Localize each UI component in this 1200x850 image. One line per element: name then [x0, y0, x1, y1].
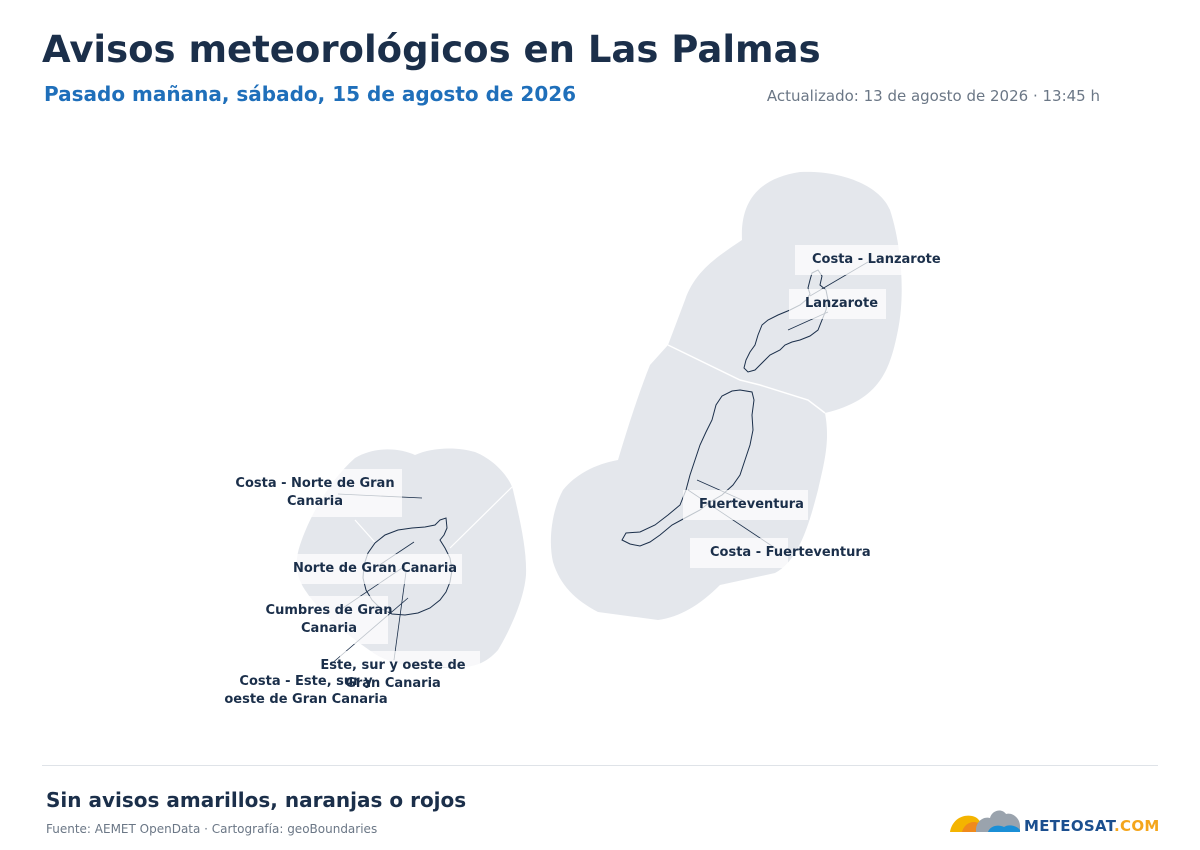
logo-text-part2: .COM [1114, 817, 1160, 835]
zone-divider [667, 344, 826, 414]
zone-label-line: Canaria [301, 621, 357, 636]
label-box [340, 651, 480, 667]
label-box [683, 490, 808, 520]
zone-label-fuerteventura: Fuerteventura [699, 497, 804, 512]
zone-label-line: Canaria [287, 494, 343, 509]
logo-text-part1: METEOSAT [1024, 817, 1115, 835]
logo-text: METEOSAT.COM [1024, 817, 1160, 835]
label-box [690, 538, 788, 568]
label-box [789, 289, 886, 319]
label-box [300, 596, 388, 644]
leader-este-sur-oeste-gran-canaria [393, 571, 407, 661]
weather-logo-icon [950, 810, 1020, 832]
zone-costa-lanzarote[interactable] [668, 171, 902, 413]
warning-map [296, 171, 902, 669]
zone-label-lanzarote: Lanzarote [805, 296, 879, 311]
zone-label-line: Costa - Norte de Gran [235, 476, 395, 491]
zone-label-line: Cumbres de Gran [265, 603, 393, 618]
zone-label-cumbres-gran-canaria: Cumbres de Gran Canaria [258, 602, 400, 638]
zone-label-line: Gran Canaria [345, 676, 441, 691]
zone-label-line: Costa - Este, sur y [239, 674, 373, 689]
zone-label-costa-este-sur-oeste-gran-canaria: Costa - Este, sur y oeste de Gran Canari… [218, 673, 394, 709]
label-box [300, 469, 402, 517]
data-source: Fuente: AEMET OpenData · Cartografía: ge… [46, 822, 378, 836]
label-box [795, 245, 920, 275]
zone-label-line: oeste de Gran Canaria [224, 692, 388, 707]
zone-divider [449, 486, 513, 549]
island-fuerteventura[interactable] [621, 389, 755, 547]
warning-status: Sin avisos amarillos, naranjas o rojos [46, 788, 467, 812]
zone-label-costa-fuerteventura: Costa - Fuerteventura [710, 545, 871, 560]
footer-divider [42, 765, 1158, 766]
label-box [296, 554, 462, 584]
page-title: Avisos meteorológicos en Las Palmas [42, 28, 821, 71]
zone-label-costa-norte-gran-canaria: Costa - Norte de Gran Canaria [232, 475, 398, 511]
forecast-date: Pasado mañana, sábado, 15 de agosto de 2… [44, 82, 577, 106]
zone-label-este-sur-oeste-gran-canaria: Este, sur y oeste de Gran Canaria [312, 657, 474, 693]
zone-label-norte-gran-canaria: Norte de Gran Canaria [293, 561, 458, 576]
updated-timestamp: Actualizado: 13 de agosto de 2026 · 13:4… [766, 87, 1100, 105]
zone-label-costa-lanzarote: Costa - Lanzarote [812, 252, 941, 267]
meteosat-logo[interactable]: METEOSAT.COM [948, 806, 1160, 836]
zone-label-line: Este, sur y oeste de [320, 658, 466, 673]
